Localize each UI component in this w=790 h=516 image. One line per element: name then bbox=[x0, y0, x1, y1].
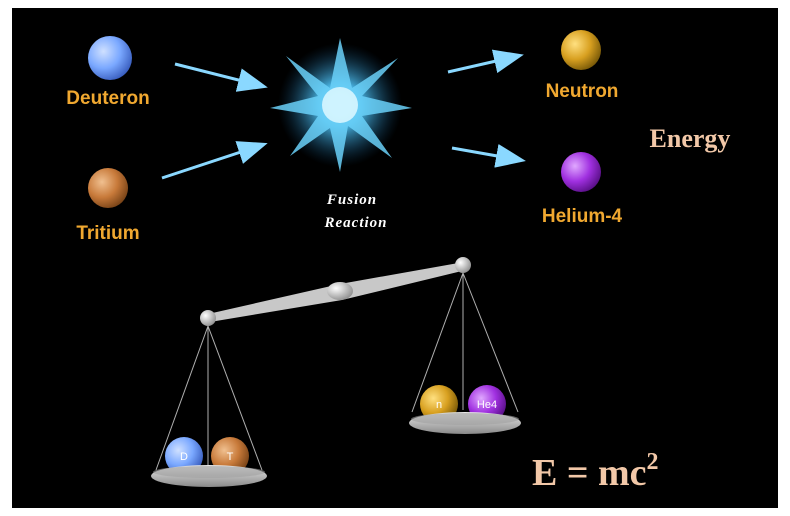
fusion-label-line2: Reaction bbox=[324, 215, 388, 231]
tritium-arrow bbox=[161, 141, 268, 180]
equation-main: E = mc bbox=[532, 452, 647, 494]
right-string-1 bbox=[411, 272, 464, 413]
left-string-1 bbox=[155, 325, 209, 471]
deuteron-arrow bbox=[174, 62, 268, 92]
left-pan-ball-d-label: D bbox=[180, 451, 188, 463]
equation-superscript: 2 bbox=[647, 449, 659, 475]
right-string-3 bbox=[462, 272, 519, 413]
neutron-arrow bbox=[447, 49, 524, 74]
fusion-burst bbox=[270, 38, 412, 172]
fusion-label-line1: Fusion bbox=[326, 192, 377, 208]
left-pan-ball-t-label: T bbox=[227, 451, 234, 463]
right-pan-rim bbox=[411, 413, 519, 425]
balance-scale: D T n He4 bbox=[151, 257, 521, 487]
left-pivot bbox=[200, 310, 216, 326]
left-pan-rim bbox=[153, 466, 265, 478]
tritium-label: Tritium bbox=[76, 223, 139, 244]
neutron-sphere bbox=[561, 30, 601, 70]
helium-label: Helium-4 bbox=[542, 206, 623, 227]
right-pan-ball-n-label: n bbox=[436, 399, 442, 411]
neutron-label: Neutron bbox=[546, 81, 619, 102]
right-pan-ball-he4-label: He4 bbox=[477, 399, 497, 411]
energy-label: Energy bbox=[650, 124, 731, 153]
right-pivot bbox=[455, 257, 471, 273]
equation: E = mc2 bbox=[532, 449, 659, 494]
tritium-sphere bbox=[88, 168, 128, 208]
deuteron-label: Deuteron bbox=[66, 88, 149, 109]
deuteron-sphere bbox=[88, 36, 132, 80]
left-string-3 bbox=[207, 325, 263, 471]
scale-center-pivot bbox=[327, 282, 353, 300]
helium-sphere bbox=[561, 152, 601, 192]
helium-arrow bbox=[451, 144, 526, 168]
